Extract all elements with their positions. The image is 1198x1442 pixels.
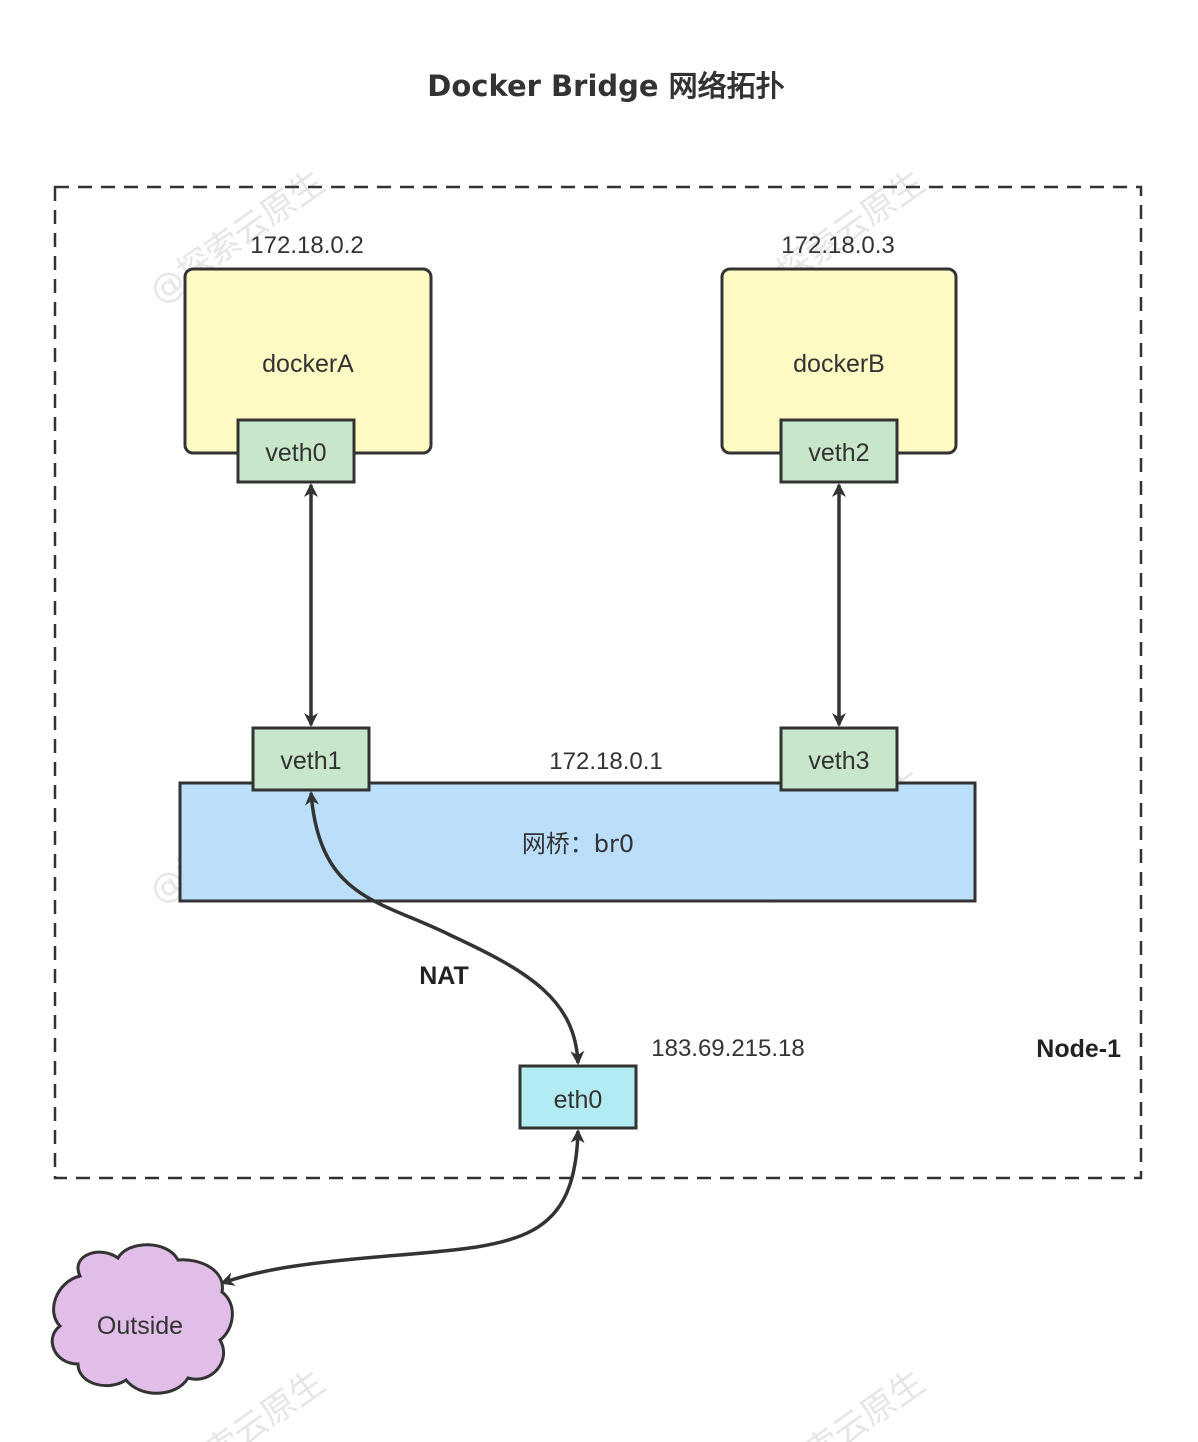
cloud-icon <box>50 1243 234 1395</box>
container-ip: 172.18.0.3 <box>781 232 894 259</box>
veth-label: veth2 <box>808 439 869 467</box>
bridge-port-veth3-label: veth3 <box>808 747 869 775</box>
container-dockerB: 172.18.0.3 dockerB veth2 <box>720 232 958 484</box>
container-name: dockerB <box>793 350 885 378</box>
host-node-label: Node-1 <box>1036 1035 1121 1063</box>
bridge-port-veth1-label: veth1 <box>280 747 341 775</box>
link-eth0-outside <box>220 1129 585 1286</box>
link-nat-veth1-eth0 <box>305 791 585 1065</box>
bridge-label: 网桥：br0 <box>522 830 634 858</box>
nic-eth0: 183.69.215.18 eth0 <box>518 1035 805 1130</box>
diagram-title: Docker Bridge 网络拓扑 <box>427 69 784 103</box>
nic-ip: 183.69.215.18 <box>651 1035 804 1062</box>
bridge-br0: 网桥：br0 172.18.0.1 veth1 veth3 <box>178 726 977 903</box>
container-ip: 172.18.0.2 <box>250 232 363 259</box>
bridge-ip: 172.18.0.1 <box>549 748 662 775</box>
veth-box <box>236 418 356 484</box>
bridge-port-veth1-box <box>251 726 371 792</box>
container-dockerA: 172.18.0.2 dockerA veth0 <box>183 232 433 484</box>
nic-label: eth0 <box>554 1086 603 1114</box>
nat-label: NAT <box>419 962 469 990</box>
host-node-boundary <box>53 185 1143 1180</box>
watermark-6: @探索云原生 <box>742 1363 932 1442</box>
veth-box <box>779 418 899 484</box>
container-name: dockerA <box>262 350 354 378</box>
bridge-port-veth3-box <box>779 726 899 792</box>
cloud-outside: Outside <box>50 1243 234 1395</box>
nic-box <box>518 1064 638 1130</box>
cloud-label: Outside <box>97 1312 183 1340</box>
veth-label: veth0 <box>265 439 326 467</box>
